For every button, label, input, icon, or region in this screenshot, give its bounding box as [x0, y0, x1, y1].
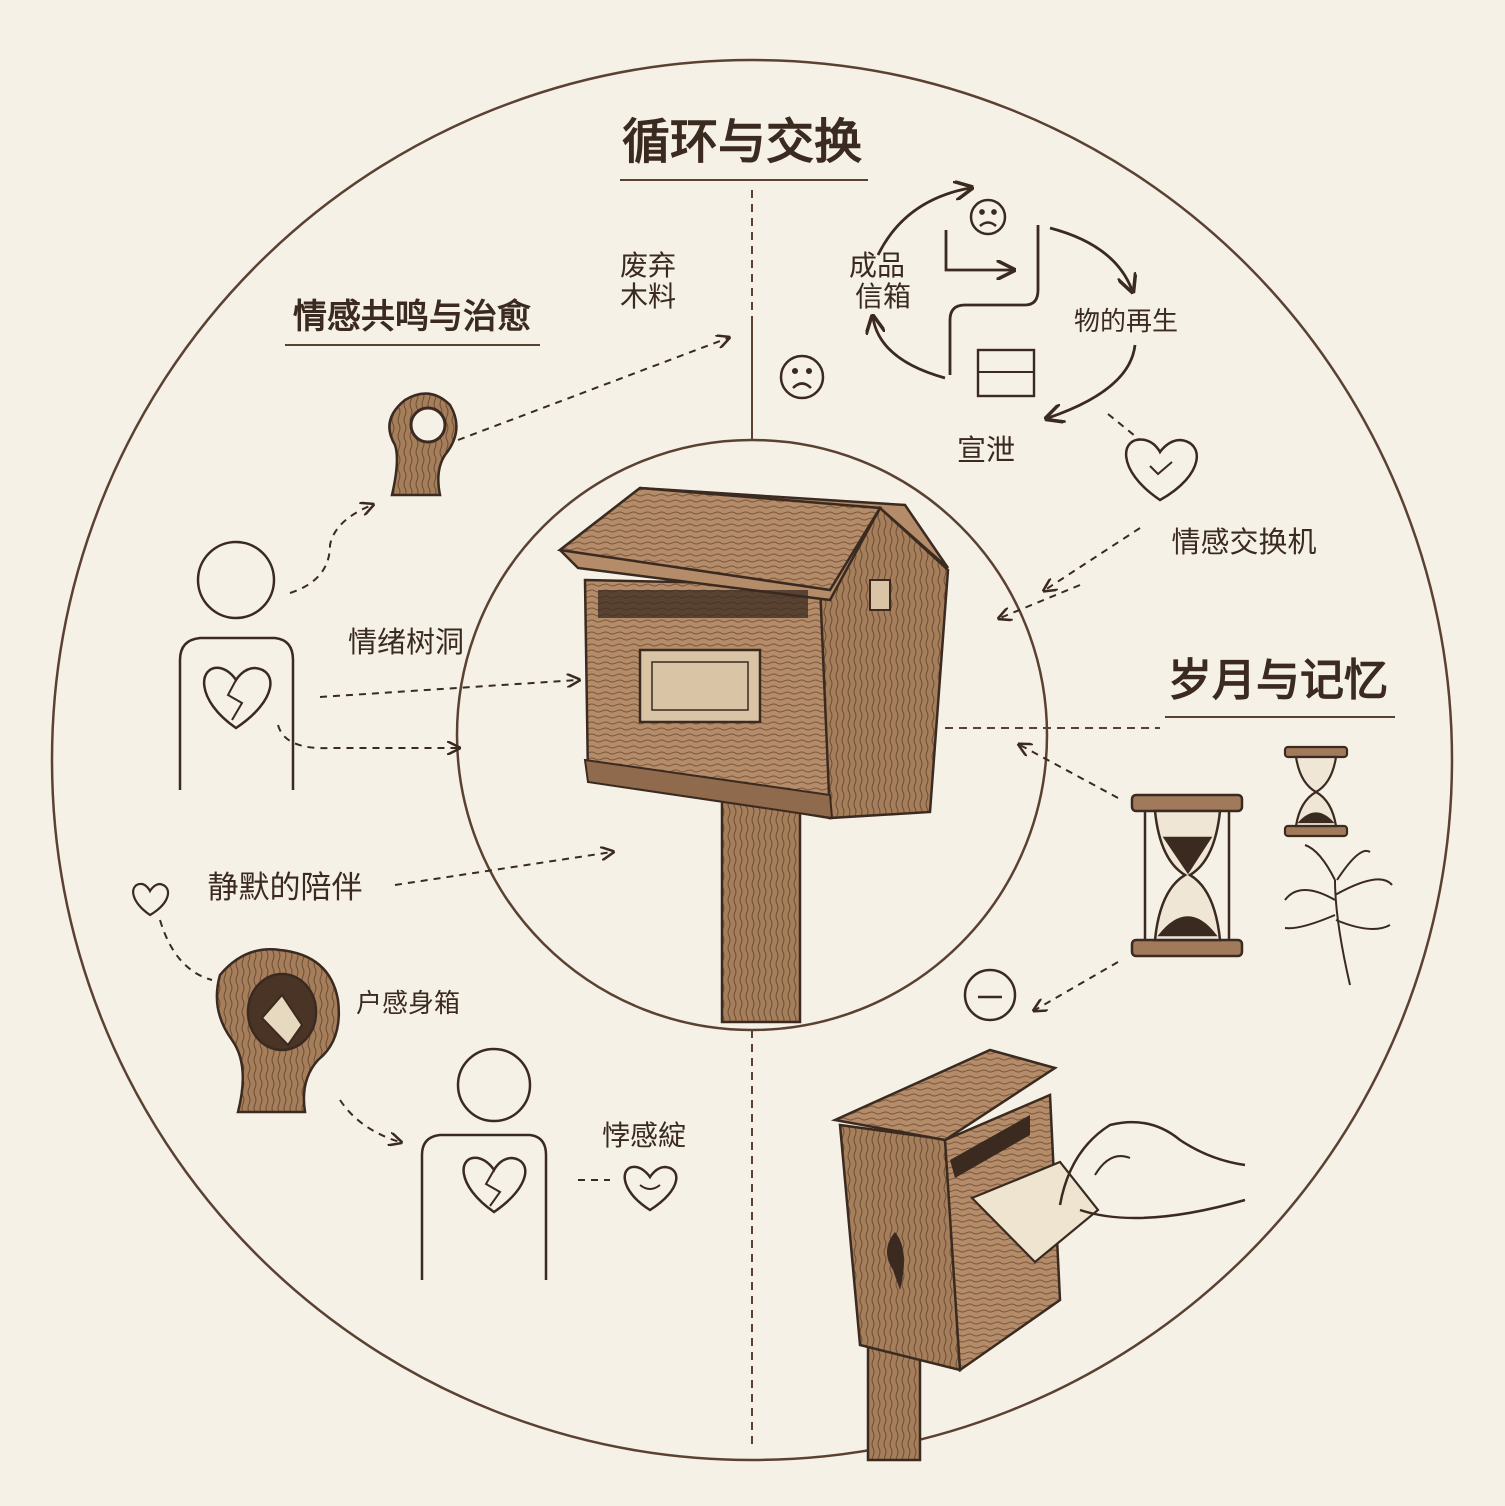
label-rebirth: 物的再生	[1074, 307, 1178, 337]
hourglass-icon	[1283, 745, 1349, 838]
label-waste-wood-2: 木料	[620, 280, 676, 313]
tree-hollow-icon	[388, 392, 458, 497]
mailbox-illustration	[556, 486, 950, 1024]
cycle-title: 循环与交换	[622, 114, 862, 170]
heart-icon	[1124, 438, 1198, 502]
label-garbled-1: 户感身箱	[356, 989, 460, 1019]
label-finished-mailbox-1: 成品	[849, 249, 905, 282]
label-garbled-2: 悖感綻	[602, 1119, 686, 1152]
neutral-face-icon	[963, 968, 1017, 1022]
hourglass-icon	[1130, 793, 1244, 958]
plant-sprig-icon	[1284, 844, 1393, 986]
label-vent: 宣泄	[957, 433, 1015, 467]
label-emotion-exchanger: 情感交换机	[1171, 525, 1316, 559]
heart-icon	[132, 882, 170, 917]
broken-heart-icon	[202, 666, 272, 730]
outer-circle	[50, 58, 1454, 1462]
label-waste-wood-1: 废弃	[620, 249, 676, 282]
memory-title: 岁月与记忆	[1168, 655, 1388, 706]
hand-letter-illustration	[830, 1048, 1246, 1462]
person-figure	[420, 1047, 548, 1280]
label-silent-companion: 静默的陪伴	[208, 870, 363, 906]
cycle-diagram	[873, 188, 1135, 418]
healing-title: 情感共鸣与治愈	[293, 297, 531, 337]
label-emotion-tree-hole: 情绪树洞	[348, 625, 464, 659]
broken-heart-icon	[462, 1156, 527, 1214]
sad-face-icon	[779, 354, 825, 400]
tree-hollow-icon	[215, 948, 340, 1114]
sad-face-icon	[969, 198, 1007, 236]
person-figure	[178, 540, 295, 790]
label-finished-mailbox-2: 信箱	[855, 280, 911, 313]
heart-icon	[623, 1165, 678, 1212]
